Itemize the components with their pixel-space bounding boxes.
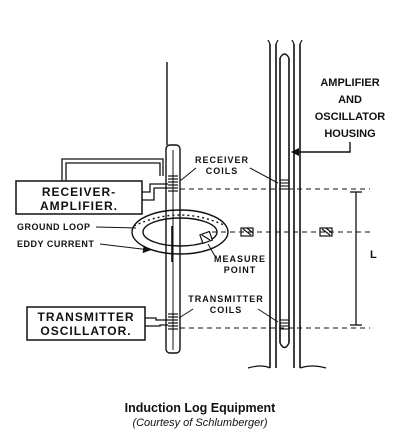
- probe-schematic: [165, 62, 181, 354]
- svg-text:TRANSMITTER: TRANSMITTER: [188, 294, 264, 304]
- measure-point-label: MEASURE POINT: [214, 254, 266, 275]
- receiver-coil: [168, 175, 178, 192]
- svg-text:OSCILLATOR.: OSCILLATOR.: [40, 324, 131, 338]
- reference-lines: [180, 188, 370, 329]
- sonde-transmitter-coil: [280, 319, 289, 330]
- transmitter-coils-leaders: [178, 308, 279, 323]
- svg-text:AMPLIFIER: AMPLIFIER: [320, 77, 379, 89]
- svg-text:TRANSMITTER: TRANSMITTER: [38, 310, 135, 324]
- receiver-coils-leaders: [179, 167, 279, 184]
- eddy-current-leader: [99, 243, 151, 254]
- housing-arrow: [291, 142, 351, 156]
- borehole-sonde: [247, 39, 327, 369]
- receiver-coils-label: RECEIVER COILS: [195, 155, 249, 176]
- svg-text:HOUSING: HOUSING: [324, 128, 375, 140]
- caption-credit: (Courtesy of Schlumberger): [132, 417, 268, 429]
- transmitter-oscillator-box: TRANSMITTER OSCILLATOR.: [26, 306, 146, 341]
- ground-loop-label: GROUND LOOP: [17, 222, 91, 232]
- transmitter-coil: [168, 313, 178, 330]
- sonde-receiver-coil: [280, 179, 289, 190]
- measure-point-leader: [207, 243, 217, 259]
- svg-text:RECEIVER: RECEIVER: [195, 155, 249, 165]
- eddy-current-marker: [199, 230, 214, 245]
- spacing-label: L: [370, 249, 377, 261]
- svg-text:AND: AND: [338, 94, 362, 106]
- svg-text:AMPLIFIER.: AMPLIFIER.: [40, 199, 118, 213]
- caption-title: Induction Log Equipment: [124, 401, 276, 415]
- svg-text:RECEIVER-: RECEIVER-: [42, 185, 116, 199]
- svg-text:COILS: COILS: [206, 166, 239, 176]
- transmitter-wiring: [145, 317, 168, 327]
- receiver-amplifier-box: RECEIVER- AMPLIFIER.: [15, 180, 143, 215]
- ground-loop-leader: [95, 226, 137, 229]
- svg-text:POINT: POINT: [224, 265, 257, 275]
- svg-text:MEASURE: MEASURE: [214, 254, 266, 264]
- amplifier-housing-label: AMPLIFIER AND OSCILLATOR HOUSING: [315, 77, 386, 140]
- eddy-current-label: EDDY CURRENT: [17, 239, 94, 249]
- transmitter-coils-label: TRANSMITTER COILS: [188, 294, 264, 315]
- svg-text:OSCILLATOR: OSCILLATOR: [315, 111, 386, 123]
- svg-text:COILS: COILS: [210, 305, 243, 315]
- receiver-wiring: [61, 158, 168, 201]
- spacing-dimension: [350, 191, 362, 326]
